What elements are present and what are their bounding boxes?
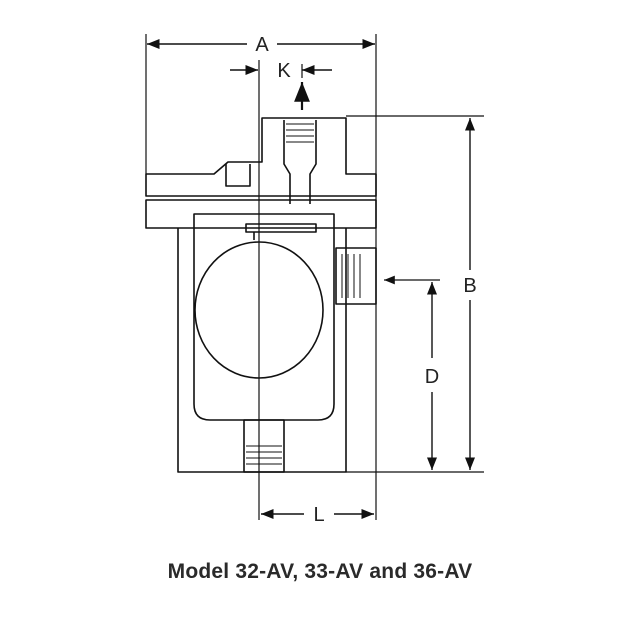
dim-k-label: K	[277, 60, 291, 82]
model-caption: Model 32-AV, 33-AV and 36-AV	[167, 560, 473, 583]
trap-body	[177, 228, 347, 473]
thread-hatching	[246, 123, 361, 465]
dim-a-label: A	[255, 34, 269, 56]
dim-b-label: B	[463, 275, 476, 297]
inner-cavity	[193, 213, 335, 421]
bonnet-cap	[145, 117, 377, 197]
bottom-inlet	[243, 419, 285, 473]
dim-l-label: L	[313, 504, 324, 526]
valve-stem	[283, 120, 317, 204]
cap-boss	[225, 164, 251, 187]
dim-d-label: D	[425, 366, 439, 388]
float-lever	[245, 223, 317, 240]
